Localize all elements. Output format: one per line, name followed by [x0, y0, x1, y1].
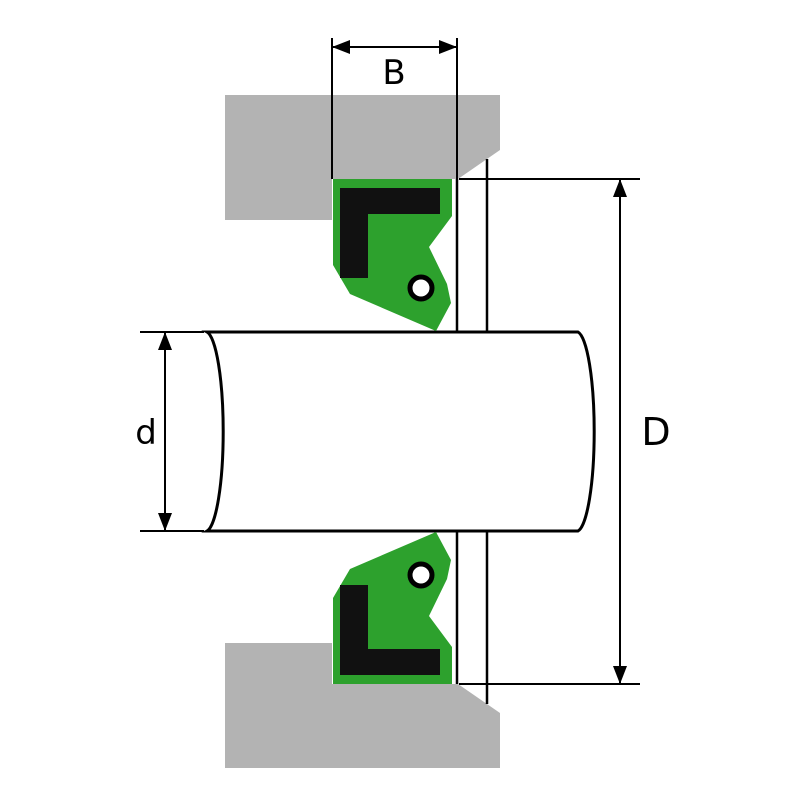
D-arrowhead-top	[613, 179, 627, 197]
b-arrowhead-left	[332, 40, 350, 54]
lower-seal-metal-insert	[340, 585, 440, 675]
lower-seal-garter-spring	[407, 561, 435, 589]
lower-housing-block	[225, 643, 500, 768]
upper-housing-block	[225, 95, 500, 220]
D-dimension-label: D	[641, 410, 670, 454]
upper-seal-garter-spring	[407, 274, 435, 302]
d-dimension-label: d	[135, 413, 157, 453]
shaft	[201, 330, 596, 533]
b-arrowhead-right	[439, 40, 457, 54]
D-arrowhead-bottom	[613, 666, 627, 684]
b-dimension-label: B	[382, 53, 405, 93]
d-arrowhead-bottom	[158, 513, 172, 531]
upper-seal-metal-insert	[340, 188, 440, 278]
d-arrowhead-top	[158, 332, 172, 350]
